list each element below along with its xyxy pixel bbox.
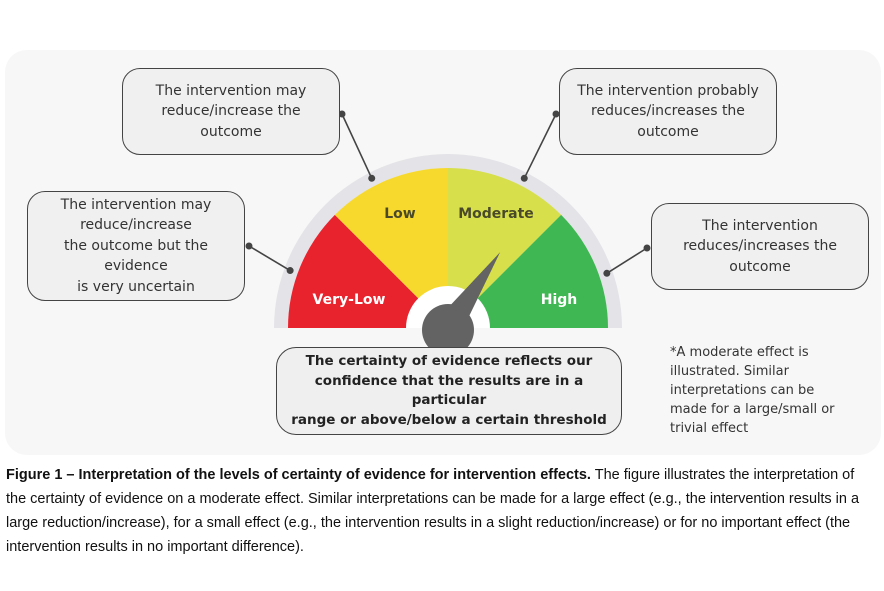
gauge-pivot — [422, 304, 474, 356]
connector-moderate — [523, 113, 557, 179]
connector-dot-low-box — [338, 110, 346, 118]
certainty-definition-text: The certainty of evidence reflects our c… — [291, 353, 607, 428]
connector-low — [341, 113, 373, 179]
connector-dot-very-low-box — [245, 242, 253, 250]
gauge-segment-very-low — [288, 214, 448, 328]
gauge-segment-low — [334, 168, 448, 328]
connector-very-low — [248, 245, 291, 272]
gauge-segment-high — [448, 214, 608, 328]
moderate-effect-note: *A moderate effect is illustrated. Simil… — [670, 345, 835, 436]
callout-moderate: The intervention probably reduces/increa… — [559, 68, 777, 155]
connector-dot-high-gauge — [603, 269, 611, 277]
gauge-label-low: Low — [384, 206, 416, 222]
callout-moderate-text: The intervention probably reduces/increa… — [577, 82, 759, 140]
caption-body: The figure illustrates the interpretatio… — [6, 467, 860, 555]
connector-high — [606, 247, 648, 274]
connector-dot-low-gauge — [368, 174, 376, 182]
callout-high: The intervention reduces/increases the o… — [651, 203, 869, 290]
callout-low: The intervention may reduce/increase the… — [122, 68, 340, 155]
callout-very-low-text: The intervention may reduce/increase the… — [60, 196, 212, 295]
callout-high-text: The intervention reduces/increases the o… — [683, 217, 837, 275]
gauge-label-very-low: Very-Low — [313, 292, 386, 308]
certainty-definition-box: The certainty of evidence reflects our c… — [276, 347, 622, 435]
figure-caption: Figure 1 – Interpretation of the levels … — [6, 463, 878, 559]
callout-low-text: The intervention may reduce/increase the… — [155, 82, 307, 140]
callout-very-low: The intervention may reduce/increase the… — [27, 191, 245, 301]
connector-dot-moderate-box — [552, 110, 560, 118]
connector-dot-moderate-gauge — [520, 174, 528, 182]
connector-dot-high-box — [643, 244, 651, 252]
gauge-label-moderate: Moderate — [458, 206, 534, 222]
caption-title: Figure 1 – Interpretation of the levels … — [6, 467, 591, 483]
gauge-label-high: High — [541, 292, 578, 308]
connector-dot-very-low-gauge — [286, 267, 294, 275]
